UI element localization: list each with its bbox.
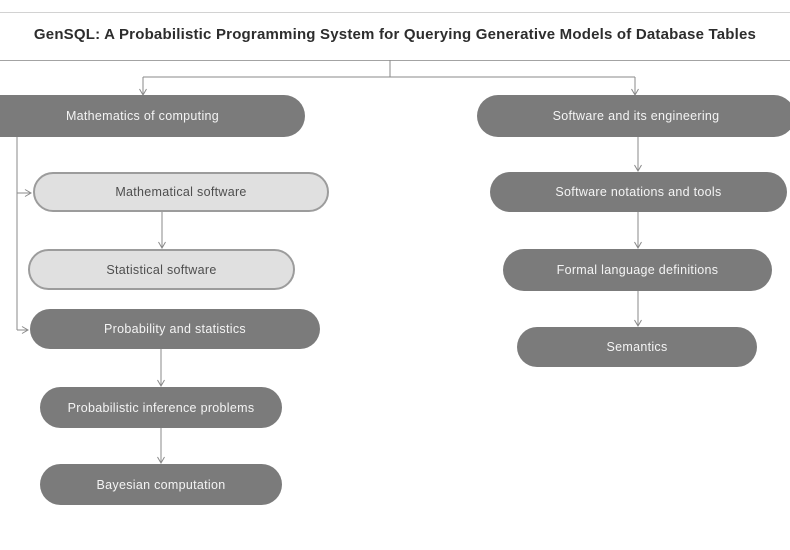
edge-formal-language-definitions-to-semantics [634,291,642,327]
paper-title: GenSQL: A Probabilistic Programming Syst… [33,26,757,43]
edge-software-notations-and-tools-to-formal-language-definitions [634,212,642,249]
node-mathematical-software: Mathematical software [33,172,329,212]
node-probabilistic-inference-problems: Probabilistic inference problems [40,387,282,428]
node-mathematics-of-computing: Mathematics of computing [0,95,305,137]
edge-probability-and-statistics-to-probabilistic-inference-problems [157,349,165,387]
edge-mathematical-software-to-statistical-software [158,212,166,249]
node-statistical-software: Statistical software [28,249,295,290]
edge-software-and-its-engineering-to-software-notations-and-tools [634,137,642,172]
edge-title-branch [143,60,635,78]
edge-title-to-mathematics-of-computing [139,77,147,96]
edge-mathematics-of-computing-to-probability-and-statistics [17,326,29,334]
edge-mathematics-of-computing-to-mathematical-software [17,189,32,197]
node-bayesian-computation: Bayesian computation [40,464,282,505]
node-software-notations-and-tools: Software notations and tools [490,172,787,212]
node-formal-language-definitions: Formal language definitions [503,249,772,291]
node-probability-and-statistics: Probability and statistics [30,309,320,349]
node-software-and-its-engineering: Software and its engineering [477,95,790,137]
node-semantics: Semantics [517,327,757,367]
edge-probabilistic-inference-problems-to-bayesian-computation [157,428,165,464]
top-divider [0,12,790,13]
edge-title-to-software-and-its-engineering [631,77,639,96]
title-divider [0,60,790,61]
